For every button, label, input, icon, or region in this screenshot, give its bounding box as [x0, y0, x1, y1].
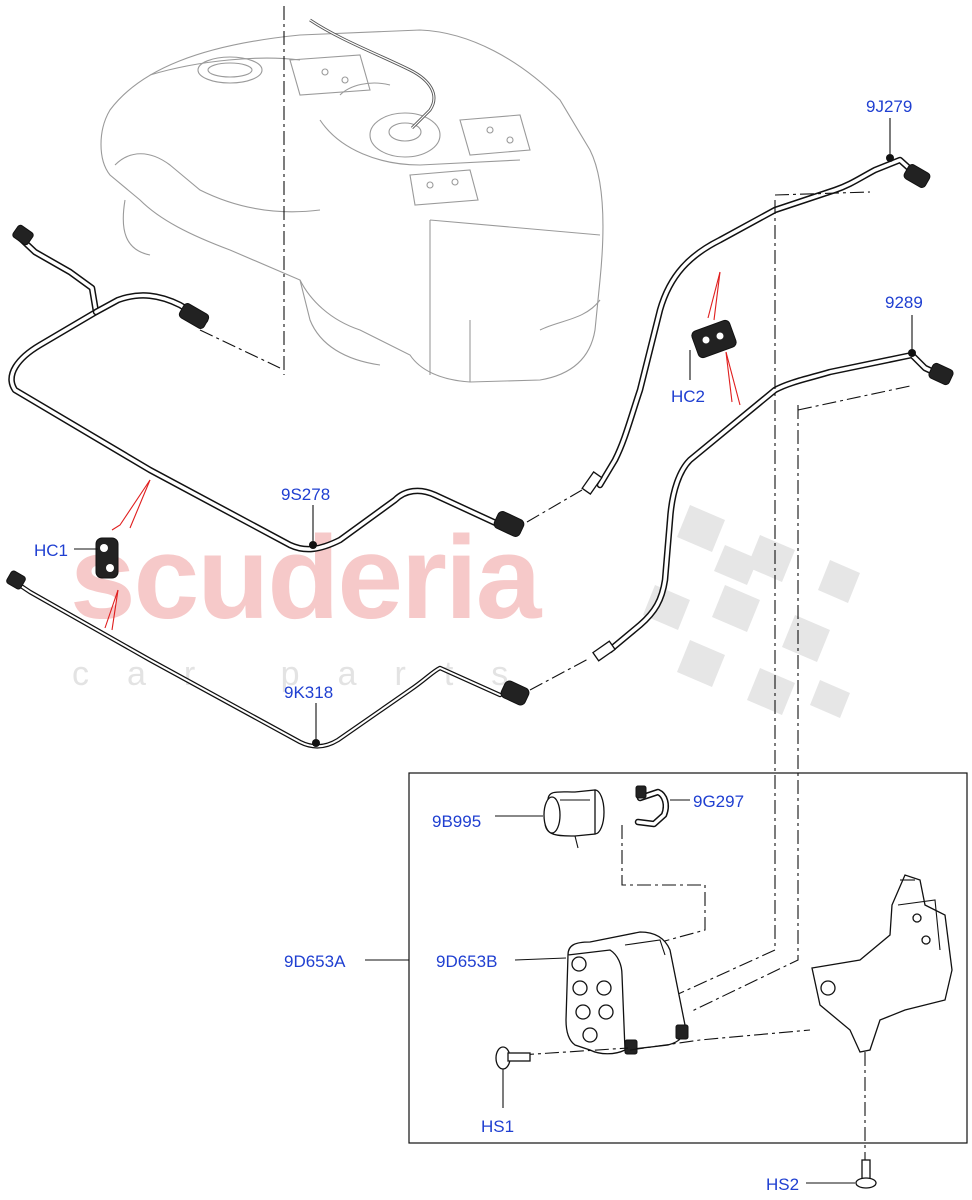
clip-hc2: [689, 271, 741, 406]
screw-hs2: [855, 1159, 877, 1189]
watermark-brand: scuderia: [70, 512, 543, 644]
label-9b995: 9B995: [432, 812, 481, 831]
pipe-9s278: [8, 224, 525, 553]
label-9k318: 9K318: [284, 683, 333, 702]
pipe-9289-link: [797, 385, 911, 411]
watermark-tagline: car parts: [72, 655, 546, 693]
canister-assembly-box: [408, 772, 968, 1144]
pipe-9k318-link: [529, 657, 591, 691]
pipe-9s278-link: [526, 489, 583, 523]
part-9g297-hose: [634, 785, 669, 828]
fuel-tank-illustration: [100, 18, 604, 383]
label-9s278: 9S278: [281, 485, 330, 504]
screw-hs1-link: [519, 1047, 629, 1056]
part-9d653b-canister: [565, 931, 689, 1055]
clip-hc1: [95, 479, 151, 631]
watermark-checker-flag: [643, 505, 860, 718]
leader-9d653b: [514, 957, 567, 961]
pipe-9j279-link: [774, 191, 871, 196]
label-9d653a: 9D653A: [284, 952, 346, 971]
pipe-9k318: [6, 570, 530, 749]
label-9g297: 9G297: [693, 792, 744, 811]
label-hc1: HC1: [34, 541, 68, 560]
tank-connection-line: [199, 329, 281, 369]
pipe-9j279: [581, 154, 931, 495]
label-hc2: HC2: [671, 387, 705, 406]
part-9b995-filter: [543, 789, 605, 849]
canister-mounting-bracket: [811, 874, 953, 1053]
label-9j279: 9J279: [866, 97, 912, 116]
canister-to-bracket-link: [629, 1029, 811, 1051]
pipe-9289: [592, 349, 954, 662]
vapor-line-link-2: [689, 405, 799, 1013]
vapor-line-link-1: [664, 200, 776, 1001]
label-hs2: HS2: [766, 1175, 799, 1194]
label-9d653b: 9D653B: [436, 952, 497, 971]
label-9289: 9289: [885, 293, 923, 312]
watermark: scuderia car parts: [70, 505, 860, 718]
screw-hs1: [495, 1046, 531, 1108]
hose-to-canister-link: [621, 825, 706, 946]
label-hs1: HS1: [481, 1117, 514, 1136]
